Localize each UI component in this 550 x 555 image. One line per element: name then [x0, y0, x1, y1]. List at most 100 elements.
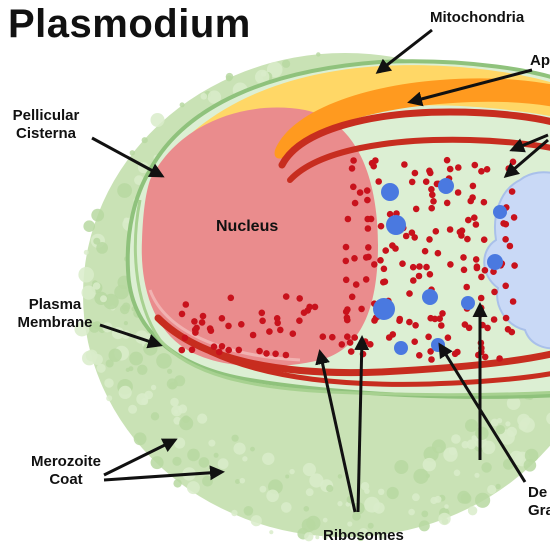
coat-fuzz-dot [137, 365, 147, 375]
ribosome [509, 329, 516, 336]
coat-fuzz-dot [497, 418, 502, 423]
ribosome [343, 277, 350, 284]
label-plasma-membrane: Plasma Membrane [12, 296, 98, 332]
coat-fuzz-dot [475, 493, 490, 508]
ribosome [478, 274, 485, 281]
coat-fuzz-dot [457, 491, 470, 504]
ribosome [403, 233, 410, 240]
label-dense-line2: Gra [528, 502, 550, 520]
coat-fuzz-dot [218, 458, 229, 469]
coat-fuzz-dot [124, 321, 128, 325]
ribosome [472, 162, 479, 169]
coat-fuzz-dot [117, 183, 132, 198]
ribosome [447, 166, 454, 173]
ribosome [349, 294, 356, 301]
ribosome [329, 334, 336, 341]
coat-fuzz-dot [495, 484, 500, 489]
ribosome [344, 306, 351, 313]
coat-fuzz-dot [475, 427, 488, 440]
coat-fuzz-dot [240, 478, 246, 484]
coat-fuzz-dot [338, 474, 343, 479]
ribosome [182, 335, 189, 342]
ribosome [510, 298, 517, 305]
ribosome [458, 232, 465, 239]
label-nucleus: Nucleus [216, 218, 278, 236]
ribosome [283, 293, 290, 300]
coat-fuzz-dot [232, 435, 239, 442]
coat-fuzz-dot [419, 520, 430, 531]
coat-fuzz-dot [285, 475, 289, 479]
ribosome [216, 349, 223, 356]
coat-fuzz-dot [97, 364, 106, 373]
ribosome [465, 217, 472, 224]
ribosome [372, 157, 379, 164]
coat-fuzz-dot [432, 439, 446, 453]
ribosome [350, 184, 357, 191]
coat-fuzz-dot [250, 447, 255, 452]
ribosome [444, 157, 451, 164]
coat-fuzz-dot [126, 368, 130, 372]
ribosome [274, 320, 281, 327]
ribosome [428, 205, 435, 212]
ribosome [416, 273, 423, 280]
coat-fuzz-dot [323, 518, 328, 523]
ribosome [349, 165, 356, 172]
ribosome [192, 329, 199, 336]
coat-fuzz-dot [304, 506, 310, 512]
coat-fuzz-dot [260, 486, 267, 493]
ribosome [364, 216, 371, 223]
coat-fuzz-dot [496, 425, 505, 434]
label-dense-line1: De [528, 484, 550, 502]
ribosome [238, 321, 245, 328]
ribosome [381, 266, 388, 273]
ribosome [211, 343, 218, 350]
ribosome [509, 188, 516, 195]
coat-fuzz-dot [467, 439, 477, 449]
label-ribosomes: Ribosomes [323, 527, 404, 545]
ribosome [320, 333, 327, 340]
ribosome [363, 276, 370, 283]
coat-fuzz-dot [208, 440, 215, 447]
coat-fuzz-dot [444, 504, 449, 509]
ribosome [179, 347, 186, 354]
coat-fuzz-dot [316, 52, 320, 56]
coat-fuzz-dot [266, 490, 279, 503]
ribosome [416, 352, 423, 359]
coat-fuzz-dot [78, 267, 94, 283]
coat-fuzz-dot [178, 404, 187, 413]
ribosome [266, 328, 273, 335]
ribosome [259, 318, 266, 325]
ribosome [397, 316, 404, 323]
coat-fuzz-dot [468, 506, 477, 515]
ribosome [423, 178, 430, 185]
ribosome [433, 228, 440, 235]
coat-fuzz-dot [315, 535, 319, 539]
coat-fuzz-dot [134, 432, 147, 445]
ribosome [455, 164, 462, 171]
dense-granule [386, 215, 406, 235]
ribosome [423, 264, 430, 271]
label-merozoite-coat: Merozoite Coat [24, 453, 108, 489]
coat-fuzz-dot [84, 250, 89, 255]
coat-fuzz-dot [524, 459, 537, 472]
coat-fuzz-dot [306, 488, 314, 496]
ribosome [250, 332, 257, 339]
coat-fuzz-dot [337, 501, 342, 506]
coat-fuzz-dot [251, 515, 262, 526]
ribosome [426, 168, 433, 175]
ribosome [430, 198, 437, 205]
dense-granule [394, 341, 408, 355]
coat-fuzz-dot [423, 458, 436, 471]
ribosome [200, 313, 207, 320]
ribosome [447, 261, 454, 268]
ribosome [199, 319, 206, 326]
coat-fuzz-dot [91, 209, 104, 222]
ribosome [392, 245, 399, 252]
ribosome [219, 343, 226, 350]
ribosome [371, 261, 378, 268]
label-plasma-line1: Plasma [12, 296, 98, 314]
diagram-title: Plasmodium [8, 2, 251, 47]
coat-fuzz-dot [83, 220, 95, 232]
dense-granule [438, 178, 454, 194]
ribosome [189, 347, 196, 354]
